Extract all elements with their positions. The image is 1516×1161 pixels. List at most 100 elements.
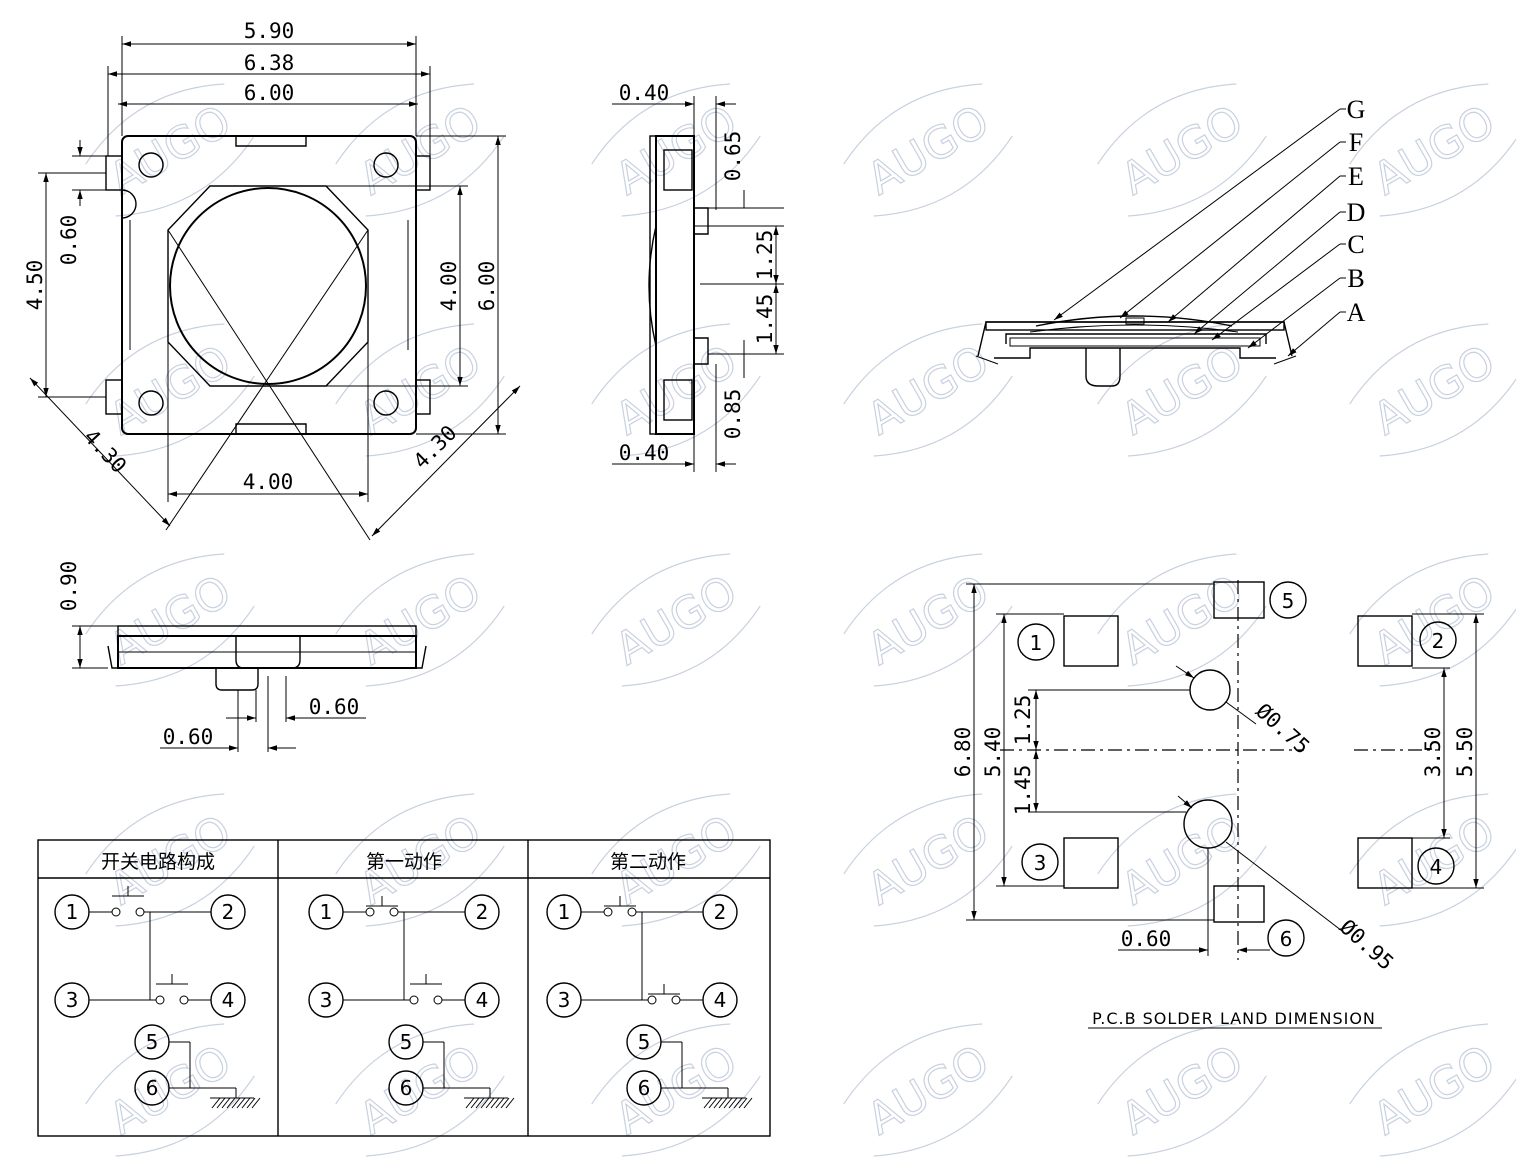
pcb-pin-3: [1021, 843, 1059, 881]
pin-2-label: 2: [476, 900, 489, 924]
pcb-pin-1-label: 1: [1030, 631, 1043, 655]
front-terminal-left: [107, 645, 118, 669]
watermark: AUGO: [1097, 323, 1267, 457]
watermark-text: AUGO: [859, 566, 998, 676]
table-header-circuit: 开关电路构成: [101, 851, 215, 873]
label-b: B: [1347, 264, 1364, 293]
dim-pcb-5-50: 5.50: [1453, 727, 1477, 778]
dim-pcb-6-80: 6.80: [951, 727, 975, 778]
side-notch: [121, 189, 137, 219]
pin-5-label: 5: [638, 1030, 651, 1054]
watermark-text: AUGO: [101, 566, 240, 676]
pad-3: [1063, 837, 1119, 889]
table-header-second-action: 第二动作: [610, 851, 686, 873]
front-post: [215, 668, 259, 691]
pin-6-label: 6: [400, 1076, 413, 1100]
dim-pcb-3-50: 3.50: [1421, 727, 1445, 778]
dim-0-60-left: 0.60: [57, 215, 81, 266]
hole-0-75: [1189, 669, 1231, 711]
watermark: AUGO: [843, 793, 1013, 927]
pad-4: [1357, 837, 1413, 889]
dim-6-00-top: 6.00: [244, 81, 295, 105]
dim-pcb-dia-0-95: Ø0.95: [1335, 915, 1398, 975]
pad-1: [1063, 615, 1119, 667]
watermark: AUGO: [1349, 553, 1516, 687]
pcb-pin-6: [1267, 919, 1305, 957]
dim-side-0-40-top: 0.40: [619, 81, 670, 105]
pin-3-label: 3: [320, 988, 333, 1012]
pin-1-label: 1: [558, 900, 571, 924]
dim-side-1-45: 1.45: [753, 294, 777, 345]
dim-4-50: 4.50: [23, 260, 47, 311]
dim-6-00-right: 6.00: [475, 261, 499, 312]
side-stem-bottom: [694, 337, 709, 365]
pad-6: [1213, 885, 1265, 923]
side-dome: [648, 225, 657, 347]
pin-1-label: 1: [320, 900, 333, 924]
top-view: 5.90 6.38 6.00 0.60 4.50 4.00 6.00 4.30 …: [23, 19, 521, 541]
watermark: AUGO: [1349, 323, 1516, 457]
pin-5-label: 5: [146, 1030, 159, 1054]
pin-4-label: 4: [714, 988, 727, 1012]
watermark: AUGO: [1097, 83, 1267, 217]
watermark: AUGO: [85, 1023, 255, 1157]
watermark-text: AUGO: [859, 806, 998, 916]
pcb-caption: P.C.B SOLDER LAND DIMENSION: [1092, 1009, 1376, 1028]
watermark-text: AUGO: [351, 566, 490, 676]
pcb-pin-4-label: 4: [1430, 855, 1443, 879]
pcb-pin-1: [1017, 623, 1055, 661]
table-header-first-action: 第一动作: [366, 851, 442, 873]
dim-front-0-90: 0.90: [57, 561, 81, 612]
watermark: AUGO: [335, 553, 505, 687]
pcb-pin-3-label: 3: [1034, 851, 1047, 875]
watermark: AUGO: [843, 1023, 1013, 1157]
label-f: F: [1349, 128, 1363, 157]
pcb-pin-2-label: 2: [1432, 629, 1445, 653]
watermark: AUGO: [335, 1023, 505, 1157]
watermark: AUGO: [843, 553, 1013, 687]
pcb-pin-5: [1269, 581, 1307, 619]
watermark-text: AUGO: [351, 336, 490, 446]
pin-3-label: 3: [558, 988, 571, 1012]
watermark-text: AUGO: [607, 566, 746, 676]
watermark-text: AUGO: [1365, 336, 1504, 446]
label-e: E: [1348, 162, 1364, 191]
watermark: AUGO: [85, 553, 255, 687]
pin-6-label: 6: [638, 1076, 651, 1100]
watermark-text: AUGO: [351, 96, 490, 206]
watermark: AUGO: [1097, 1023, 1267, 1157]
switch-body-outline: [121, 135, 417, 435]
watermark: AUGO: [85, 83, 255, 217]
dim-6-38: 6.38: [244, 51, 295, 75]
mount-hole-tl: [138, 152, 164, 178]
dim-4-00-bottom: 4.00: [243, 470, 294, 494]
watermark: AUGO: [1097, 553, 1267, 687]
dim-side-1-25: 1.25: [753, 230, 777, 281]
dim-side-0-65: 0.65: [721, 131, 745, 182]
section-leaders: [1053, 108, 1346, 357]
watermark: AUGO: [843, 323, 1013, 457]
watermark: AUGO: [1097, 793, 1267, 927]
pcb-pin-4: [1417, 847, 1455, 885]
watermark-text: AUGO: [859, 1036, 998, 1146]
pin-2-label: 2: [222, 900, 235, 924]
terminal-top-right: [415, 155, 431, 191]
pin-3-label: 3: [66, 988, 79, 1012]
dim-side-0-85: 0.85: [721, 389, 745, 440]
section-post: [1085, 348, 1121, 387]
top-slot: [235, 136, 307, 147]
side-stem-top: [694, 207, 709, 235]
pin-1-label: 1: [66, 900, 79, 924]
pin-6-label: 6: [146, 1076, 159, 1100]
dim-pcb-0-60: 0.60: [1121, 927, 1172, 951]
cross-section-view: G F E D C B A: [975, 95, 1366, 387]
table-frame: [37, 839, 771, 1137]
dim-pcb-1-25: 1.25: [1011, 695, 1035, 746]
actuator-button: [169, 187, 367, 385]
dim-side-0-40-bottom: 0.40: [619, 441, 670, 465]
